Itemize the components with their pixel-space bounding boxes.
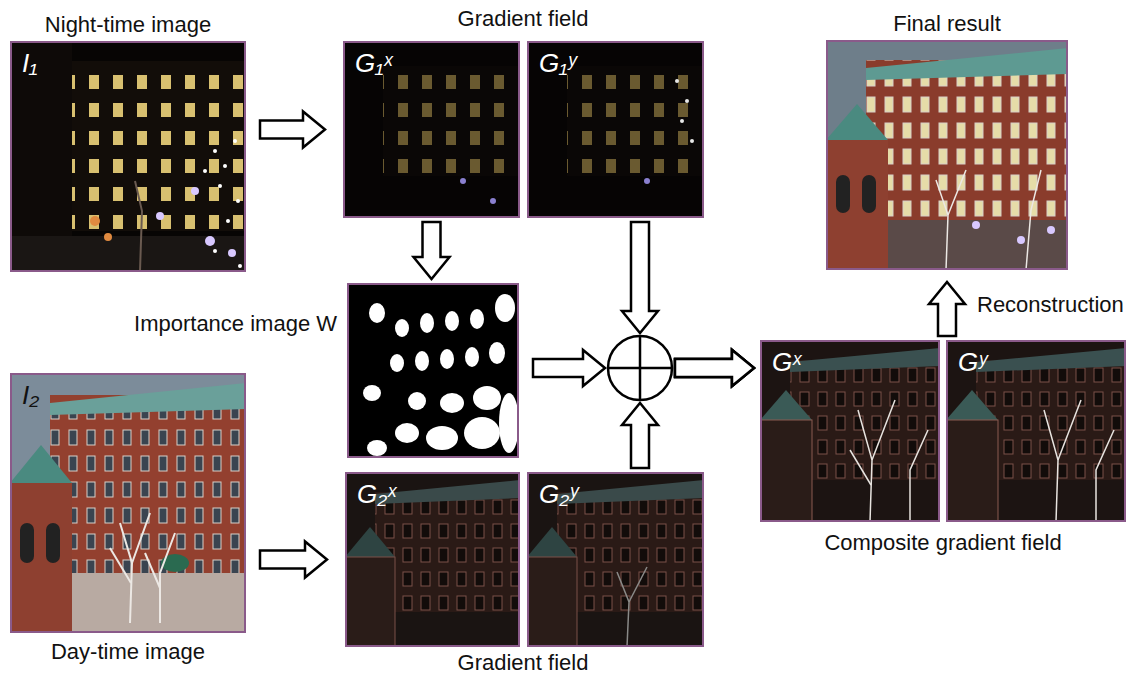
image-symbol: G₂ˣ [357, 480, 396, 510]
image-symbol: I₂ [22, 381, 39, 411]
sum-symbol [608, 336, 672, 400]
edge-label: Reconstruction [977, 292, 1124, 317]
panel-caption: Importance image W [134, 311, 337, 336]
group-label: Gradient field [458, 650, 589, 675]
group-label: Composite gradient field [824, 530, 1061, 555]
image-panel: G₂ʸ [527, 472, 704, 647]
panel-caption: Day-time image [51, 639, 205, 664]
image-panel: Final result [826, 40, 1068, 270]
block-arrow-shape [675, 350, 754, 386]
block-arrow-shape [929, 282, 965, 336]
image-panel: Gʸ [946, 340, 1126, 522]
image-symbol: G₁ˣ [355, 49, 392, 79]
block-arrow-shape [533, 350, 605, 386]
panel-caption: Night-time image [45, 12, 211, 37]
image-symbol: I₁ [22, 49, 37, 79]
block-arrow [929, 282, 965, 336]
block-arrow [622, 350, 754, 468]
block-arrow [533, 350, 754, 386]
block-arrow [260, 112, 325, 148]
image-panel: G₁ˣ [343, 41, 520, 218]
block-arrow [260, 542, 327, 578]
image-symbol: G₂ʸ [539, 480, 578, 510]
block-arrow-shape [622, 222, 658, 333]
image-symbol: Gˣ [772, 348, 801, 378]
block-arrow-shape [260, 542, 327, 578]
image-panel: I₂Day-time image [10, 373, 246, 633]
image-panel: Gˣ [760, 340, 940, 522]
image-panel: Night-time imageI₁ [10, 41, 246, 272]
image-panel: G₂ˣ [345, 472, 520, 647]
image-panel: Importance image W [347, 283, 519, 458]
block-arrow-shape [260, 112, 325, 148]
block-arrow [414, 222, 450, 279]
image-symbol: Gʸ [958, 348, 987, 378]
group-label: Gradient field [458, 6, 589, 31]
block-arrow [622, 222, 754, 386]
block-arrow-shape [622, 403, 658, 468]
image-symbol: G₁ʸ [539, 49, 576, 79]
image-panel: G₁ʸ [527, 41, 704, 218]
panel-caption: Final result [893, 11, 1001, 36]
block-arrow-shape [414, 222, 450, 279]
block-arrow-shape [675, 350, 754, 386]
block-arrow-shape [675, 350, 754, 386]
